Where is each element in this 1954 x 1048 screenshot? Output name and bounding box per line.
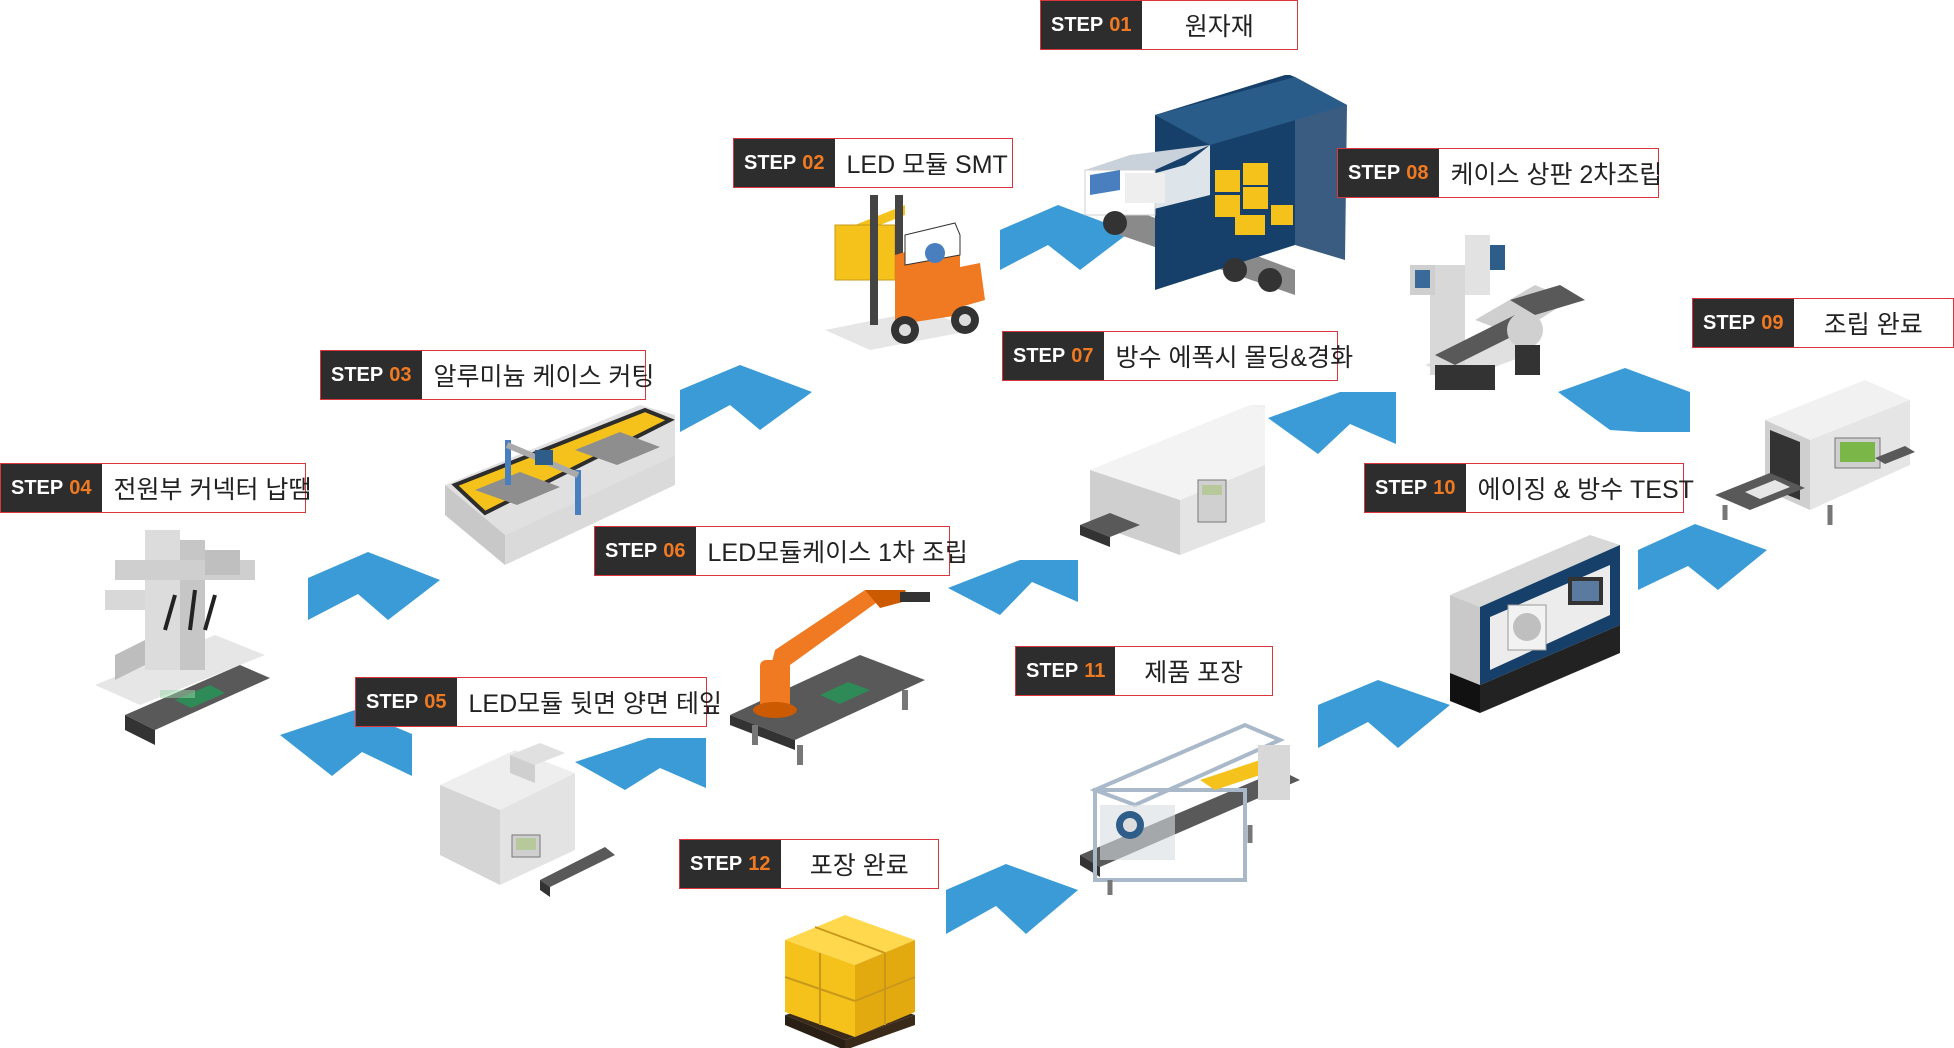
step-word: STEP <box>1703 311 1756 334</box>
step-06-label: STEP 06 LED모듈케이스 1차 조립 <box>594 526 968 576</box>
step-number: 06 <box>663 539 686 562</box>
step-title: 포장 완료 <box>809 852 909 880</box>
step-word: STEP <box>11 476 64 499</box>
step-08-label: STEP 08 케이스 상판 2차조립 <box>1337 148 1662 198</box>
step-number: 04 <box>69 476 92 499</box>
step-word: STEP <box>1375 476 1428 499</box>
step-word: STEP <box>1348 161 1401 184</box>
step-tag: STEP 04 <box>1 464 102 512</box>
soldering-robot-icon <box>95 530 270 745</box>
tape-machine-icon <box>440 743 615 897</box>
step-number: 12 <box>748 852 771 875</box>
step-11-label: STEP 11 제품 포장 <box>1015 646 1273 696</box>
step-02-label: STEP 02 LED 모듈 SMT <box>733 138 1013 188</box>
step-number: 11 <box>1084 659 1106 682</box>
step-07-label: STEP 07 방수 에폭시 몰딩&경화 <box>1002 331 1353 381</box>
step-tag: STEP 05 <box>356 678 457 726</box>
arrow-10-11 <box>1318 680 1450 748</box>
step-tag: STEP 12 <box>680 840 781 888</box>
arrow-11-12 <box>946 864 1078 934</box>
step-05-label: STEP 05 LED모듈 뒷면 양면 테잎 <box>355 677 722 727</box>
arrow-02-03 <box>680 365 812 432</box>
step-tag: STEP 09 <box>1693 299 1794 347</box>
step-01-label: STEP 01 원자재 <box>1040 0 1298 50</box>
curing-oven-icon <box>1080 405 1265 555</box>
packaging-line-icon <box>1080 722 1300 895</box>
step-title: LED모듈 뒷면 양면 테잎 <box>468 690 722 718</box>
step-12-label: STEP 12 포장 완료 <box>679 839 939 889</box>
step-word: STEP <box>1013 344 1066 367</box>
step-10-label: STEP 10 에이징 & 방수 TEST <box>1364 463 1694 513</box>
step-tag: STEP 11 <box>1016 647 1116 695</box>
step-title: 케이스 상판 2차조립 <box>1450 161 1663 189</box>
step-number: 10 <box>1433 476 1456 499</box>
step-09-label: STEP 09 조립 완료 <box>1692 298 1954 348</box>
step-title: LED 모듈 SMT <box>846 151 1008 179</box>
step-tag: STEP 06 <box>595 527 696 575</box>
boxes-pallet-icon <box>784 915 916 1048</box>
step-title: LED모듈케이스 1차 조립 <box>707 539 968 567</box>
step-word: STEP <box>1026 659 1079 682</box>
step-tag: STEP 07 <box>1003 332 1104 380</box>
step-title: 방수 에폭시 몰딩&경화 <box>1115 344 1354 372</box>
step-title: 조립 완료 <box>1823 311 1923 339</box>
step-title: 원자재 <box>1184 13 1254 41</box>
arrow-03-04 <box>308 552 440 620</box>
step-word: STEP <box>1051 13 1104 36</box>
forklift-icon <box>825 195 985 350</box>
arrow-05-06 <box>575 738 706 790</box>
step-word: STEP <box>605 539 658 562</box>
arrow-08-09 <box>1558 368 1690 432</box>
truck-icon <box>1084 75 1347 295</box>
step-number: 09 <box>1761 311 1784 334</box>
arrow-06-07 <box>948 560 1078 615</box>
step-tag: STEP 01 <box>1041 1 1142 49</box>
step-tag: STEP 10 <box>1365 464 1466 512</box>
inspection-scanner-icon <box>1715 380 1915 525</box>
arrow-01-02 <box>1000 205 1130 270</box>
aging-test-machine-icon <box>1450 535 1620 713</box>
assembly-machine-icon <box>1410 235 1585 390</box>
step-word: STEP <box>744 151 797 174</box>
step-title: 제품 포장 <box>1144 659 1244 687</box>
step-tag: STEP 08 <box>1338 149 1439 197</box>
step-number: 05 <box>424 690 447 713</box>
step-title: 알루미늄 케이스 커팅 <box>433 363 655 391</box>
step-number: 01 <box>1109 13 1132 36</box>
robot-arm-conveyor-icon <box>730 590 930 765</box>
step-number: 07 <box>1071 344 1094 367</box>
step-tag: STEP 02 <box>734 139 835 187</box>
arrow-07-08 <box>1268 392 1396 454</box>
step-title: 전원부 커넥터 납땜 <box>113 476 312 504</box>
step-word: STEP <box>366 690 419 713</box>
step-title: 에이징 & 방수 TEST <box>1477 476 1694 504</box>
step-word: STEP <box>690 852 743 875</box>
step-number: 02 <box>802 151 825 174</box>
flow-arrows <box>280 205 1767 934</box>
step-number: 03 <box>389 363 412 386</box>
step-number: 08 <box>1406 161 1429 184</box>
step-tag: STEP 03 <box>321 351 422 399</box>
cutting-table-icon <box>445 405 675 565</box>
step-word: STEP <box>331 363 384 386</box>
arrow-09-10 <box>1638 524 1767 590</box>
step-03-label: STEP 03 알루미늄 케이스 커팅 <box>320 350 654 400</box>
step-04-label: STEP 04 전원부 커넥터 납땜 <box>0 463 311 513</box>
